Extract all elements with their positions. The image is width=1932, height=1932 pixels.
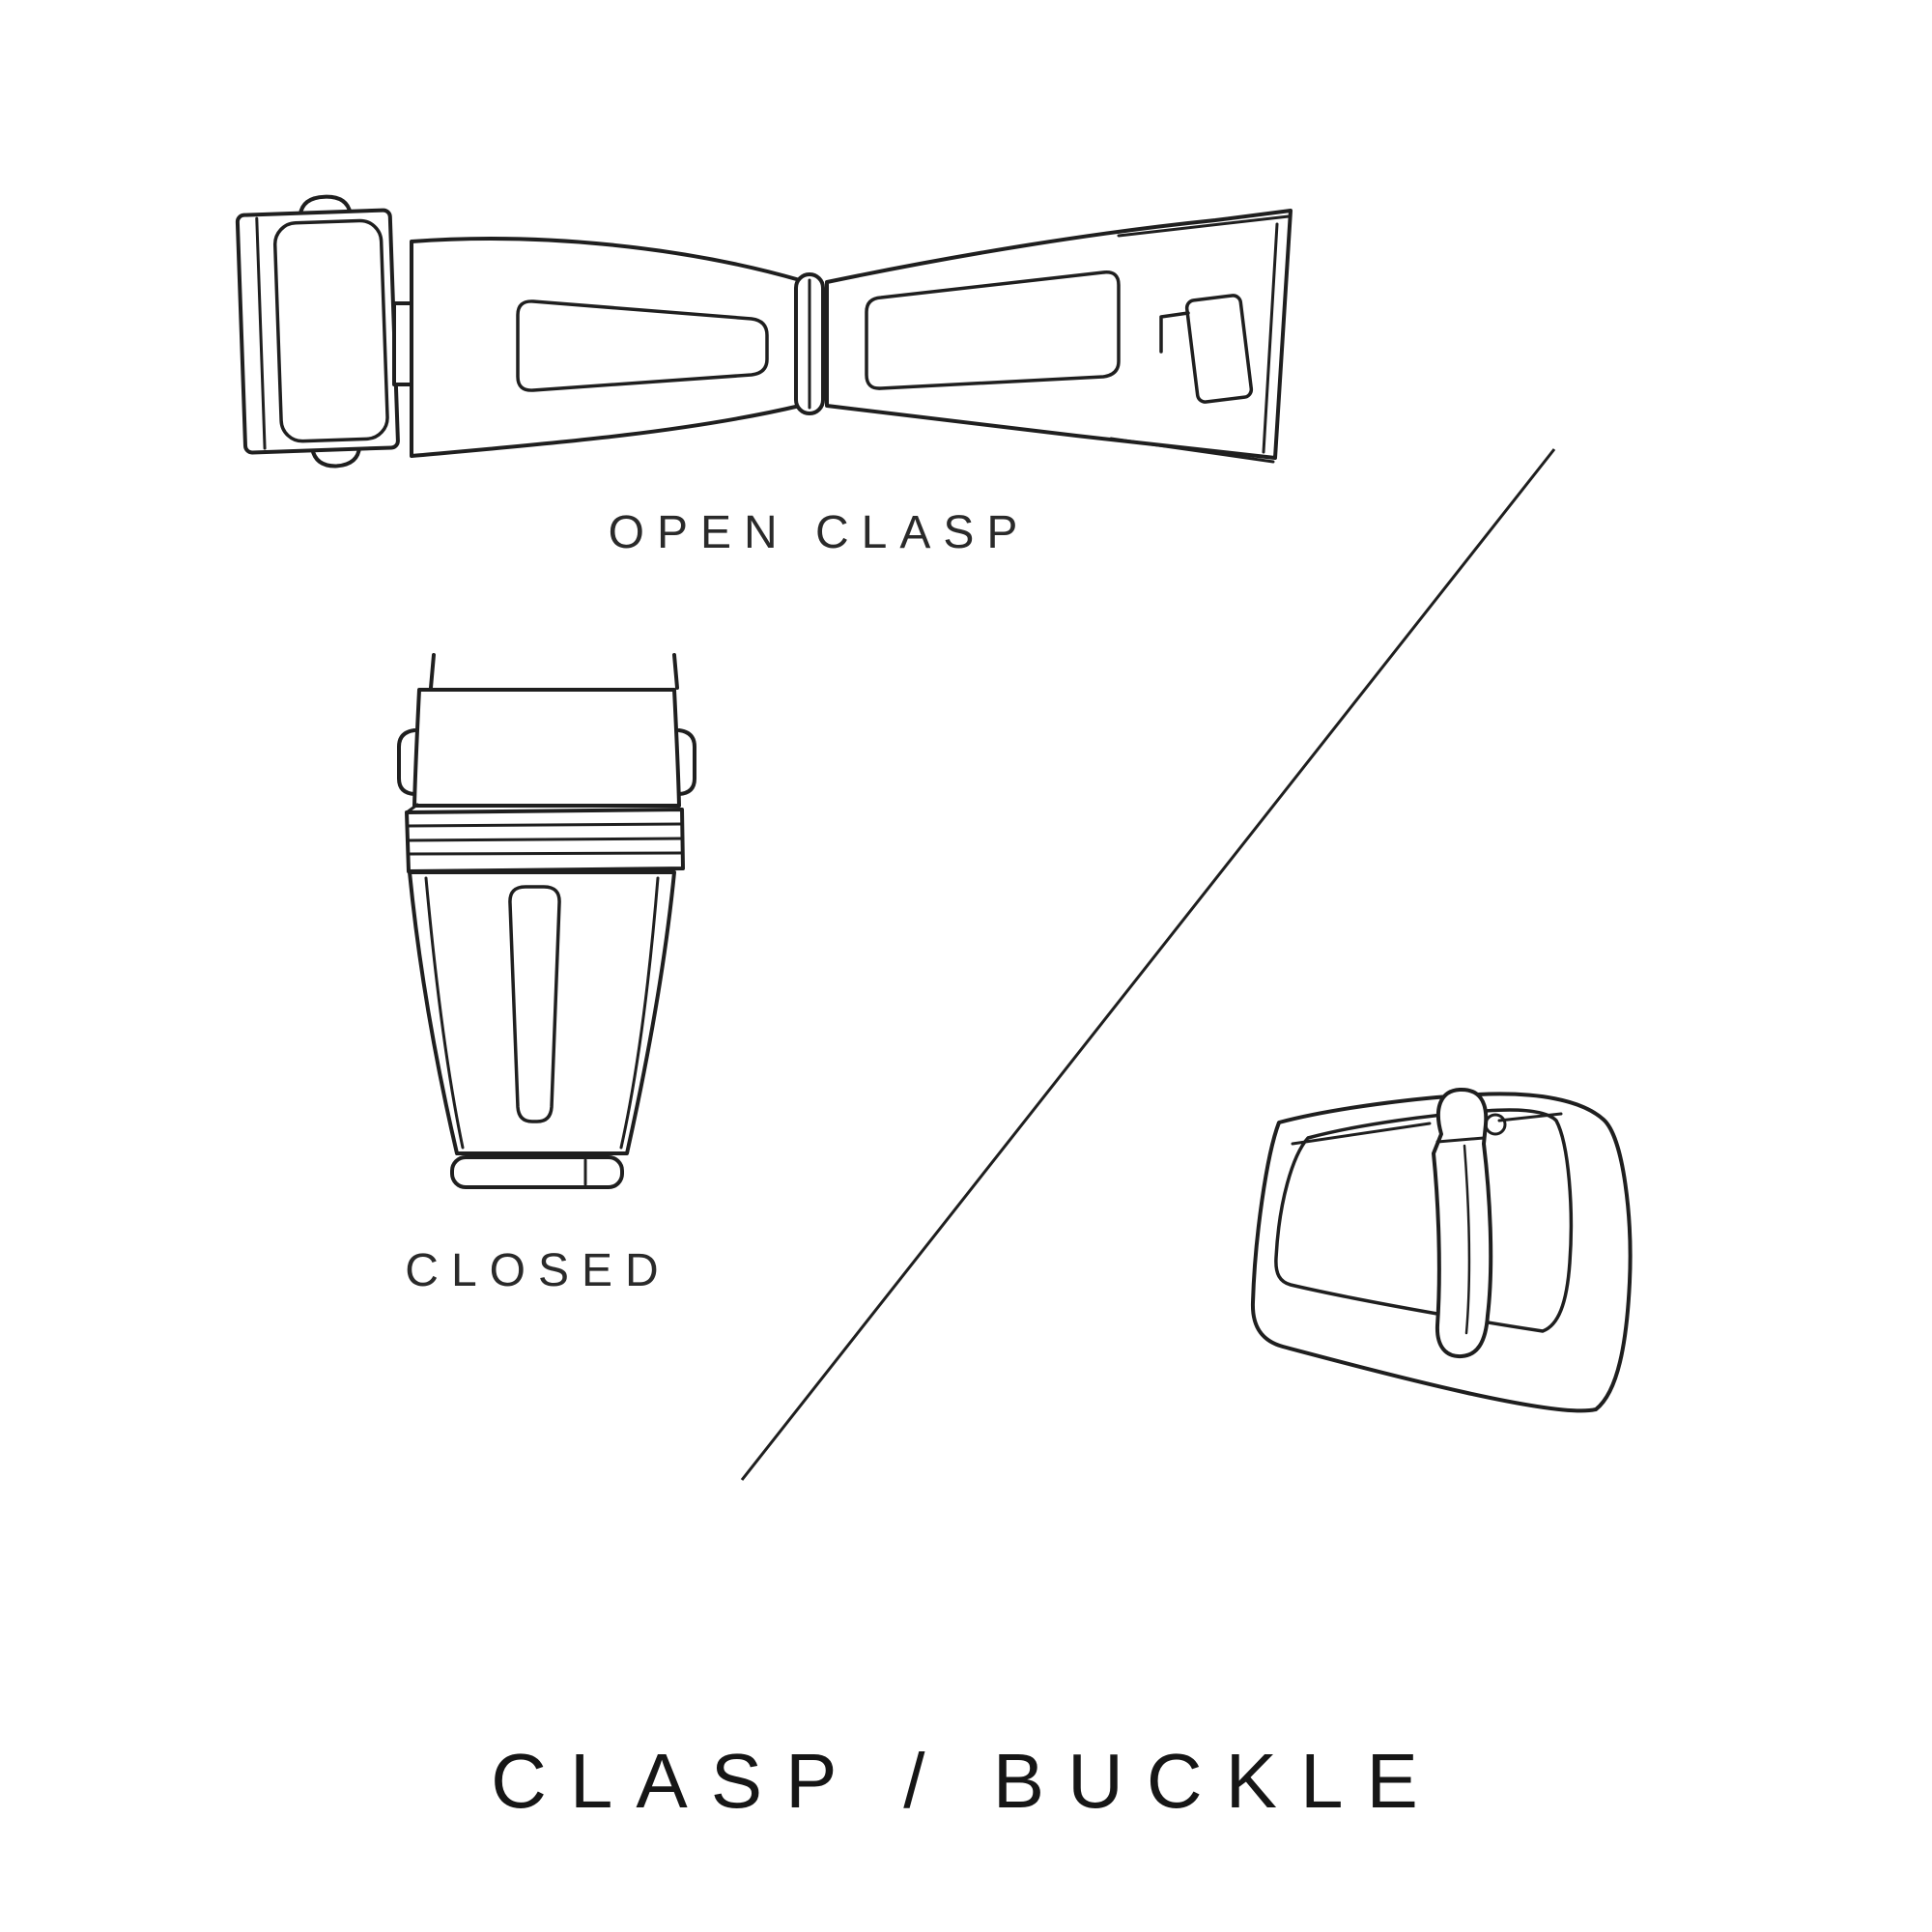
open-clasp-right-arm [825, 209, 1293, 464]
open-clasp-illustration-icon [235, 194, 1293, 469]
closed-clasp-bottom-bar [450, 1155, 624, 1189]
open-clasp-label: OPEN CLASP [608, 507, 1031, 558]
buckle-spring-bar [1291, 1112, 1563, 1146]
closed-clasp-body [408, 870, 676, 1155]
buckle-pin-coil [1484, 1113, 1507, 1136]
page-title: CLASP / BUCKLE [491, 1738, 1441, 1824]
open-clasp-hinge [794, 272, 825, 415]
closed-clasp-prongs [429, 653, 679, 690]
buckle-illustration-icon [1250, 1087, 1633, 1413]
closed-clasp-band [405, 803, 685, 873]
closed-clasp-illustration-icon [397, 653, 696, 1189]
buckle-tongue [1432, 1087, 1493, 1359]
open-clasp-left-link [235, 194, 400, 469]
open-clasp-left-arm [410, 237, 802, 458]
closed-label: CLOSED [405, 1245, 671, 1296]
closed-clasp-top-block [397, 688, 696, 808]
